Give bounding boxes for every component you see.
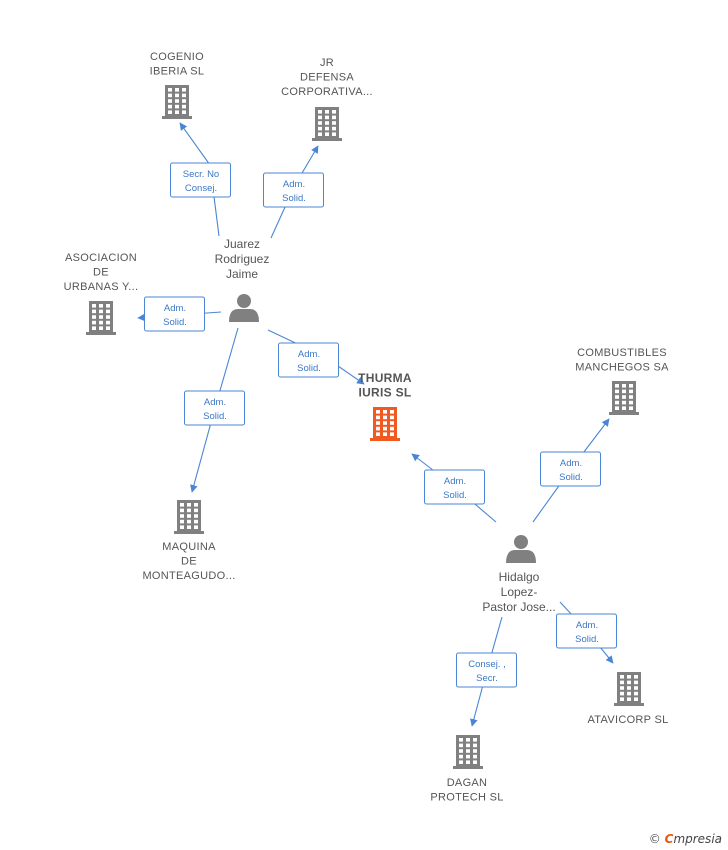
nodes-layer: COGENIO IBERIA SL JR DEFENSA CORPORATIVA... A… (64, 51, 669, 804)
edge-juarez-asociacion[interactable]: Adm. Solid. (137, 296, 222, 332)
node-label: ATAVICORP SL (587, 714, 668, 726)
node-label: IURIS SL (358, 386, 411, 400)
node-label: DAGAN (447, 777, 488, 789)
edge-label-box (144, 296, 205, 332)
edge-label-box (278, 342, 339, 378)
node-combustibles[interactable]: COMBUSTIBLES MANCHEGOS SA (575, 347, 669, 415)
edge-juarez-thurma[interactable]: Adm. Solid. (267, 329, 365, 385)
person-icon (506, 535, 536, 563)
building-icon (312, 107, 342, 141)
node-label: CORPORATIVA... (281, 86, 373, 98)
node-label: COMBUSTIBLES (577, 347, 667, 359)
edge-label-text: Secr. No (183, 169, 219, 180)
edge-label-text: Adm. (560, 458, 582, 469)
edge-label-box (540, 451, 601, 487)
edge-juarez-jr[interactable]: Adm. Solid. (263, 145, 324, 239)
node-label: DE (93, 267, 109, 279)
node-label: THURMA (358, 371, 412, 385)
edge-label-text: Solid. (297, 363, 321, 374)
edge-label-box (170, 162, 231, 198)
node-label: Rodriguez (215, 252, 270, 266)
node-label: Jaime (226, 267, 258, 281)
edges-layer: Secr. No Consej. Adm. Solid. Adm. Solid. Adm. S… (137, 122, 617, 727)
building-icon (174, 500, 204, 534)
edge-label-text: Consej. (185, 183, 217, 194)
edge-label-text: Solid. (443, 490, 467, 501)
node-label: MAQUINA (162, 541, 216, 553)
edge-label-text: Adm. (298, 349, 320, 360)
edge-juarez-maquina[interactable]: Adm. Solid. (184, 327, 245, 493)
edge-juarez-cogenio[interactable]: Secr. No Consej. (170, 122, 231, 237)
node-label: MANCHEGOS SA (575, 362, 669, 374)
brand-initial: C (664, 832, 674, 846)
person-icon (229, 294, 259, 322)
building-icon (162, 85, 192, 119)
building-icon (609, 381, 639, 415)
node-atavicorp[interactable]: ATAVICORP SL (587, 672, 668, 726)
edge-hidalgo-thurma[interactable]: Adm. Solid. (411, 453, 497, 523)
edge-label-box (184, 390, 245, 426)
building-icon (370, 407, 400, 441)
building-icon (614, 672, 644, 706)
edge-label-text: Adm. (444, 476, 466, 487)
edge-label-box (424, 469, 485, 505)
building-icon (86, 301, 116, 335)
node-maquina[interactable]: MAQUINA DE MONTEAGUDO... (142, 500, 235, 582)
edge-label-text: Solid. (203, 411, 227, 422)
node-label: MONTEAGUDO... (142, 570, 235, 582)
node-label: Lopez- (501, 585, 538, 599)
edge-label-box (263, 172, 324, 208)
node-dagan[interactable]: DAGAN PROTECH SL (430, 735, 503, 804)
edge-label-text: Solid. (163, 317, 187, 328)
node-label: DEFENSA (300, 72, 354, 84)
edge-label-text: Solid. (282, 193, 306, 204)
node-label: Juarez (224, 237, 260, 251)
node-cogenio[interactable]: COGENIO IBERIA SL (150, 51, 205, 119)
node-jr[interactable]: JR DEFENSA CORPORATIVA... (281, 57, 373, 141)
edge-hidalgo-dagan[interactable]: Consej. , Secr. (456, 616, 517, 727)
node-label: PROTECH SL (430, 792, 503, 804)
brand-name: mpresia (673, 832, 722, 846)
edge-label-box (456, 652, 517, 688)
node-label: DE (181, 556, 197, 568)
node-label: URBANAS Y... (64, 281, 139, 293)
edge-label-text: Consej. , (468, 659, 506, 670)
edge-label-text: Solid. (559, 472, 583, 483)
edge-label-text: Adm. (576, 620, 598, 631)
brand-watermark: © Cmpresia (649, 832, 722, 846)
edge-label-text: Secr. (476, 673, 498, 684)
edge-label-text: Adm. (283, 179, 305, 190)
edge-label-text: Adm. (204, 397, 226, 408)
node-label: Pastor Jose... (482, 600, 555, 614)
node-label: IBERIA SL (150, 66, 205, 78)
node-label: COGENIO (150, 51, 204, 63)
node-asociacion[interactable]: ASOCIACION DE URBANAS Y... (64, 252, 139, 335)
edge-hidalgo-atavicorp[interactable]: Adm. Solid. (556, 601, 617, 664)
edge-label-text: Adm. (164, 303, 186, 314)
building-icon (453, 735, 483, 769)
edge-label-text: Solid. (575, 634, 599, 645)
edge-label-box (556, 613, 617, 649)
edge-hidalgo-combustibles[interactable]: Adm. Solid. (532, 418, 610, 523)
copyright-symbol: © (648, 832, 661, 846)
node-label: JR (320, 57, 334, 69)
node-label: Hidalgo (499, 570, 540, 584)
node-label: ASOCIACION (65, 252, 137, 264)
